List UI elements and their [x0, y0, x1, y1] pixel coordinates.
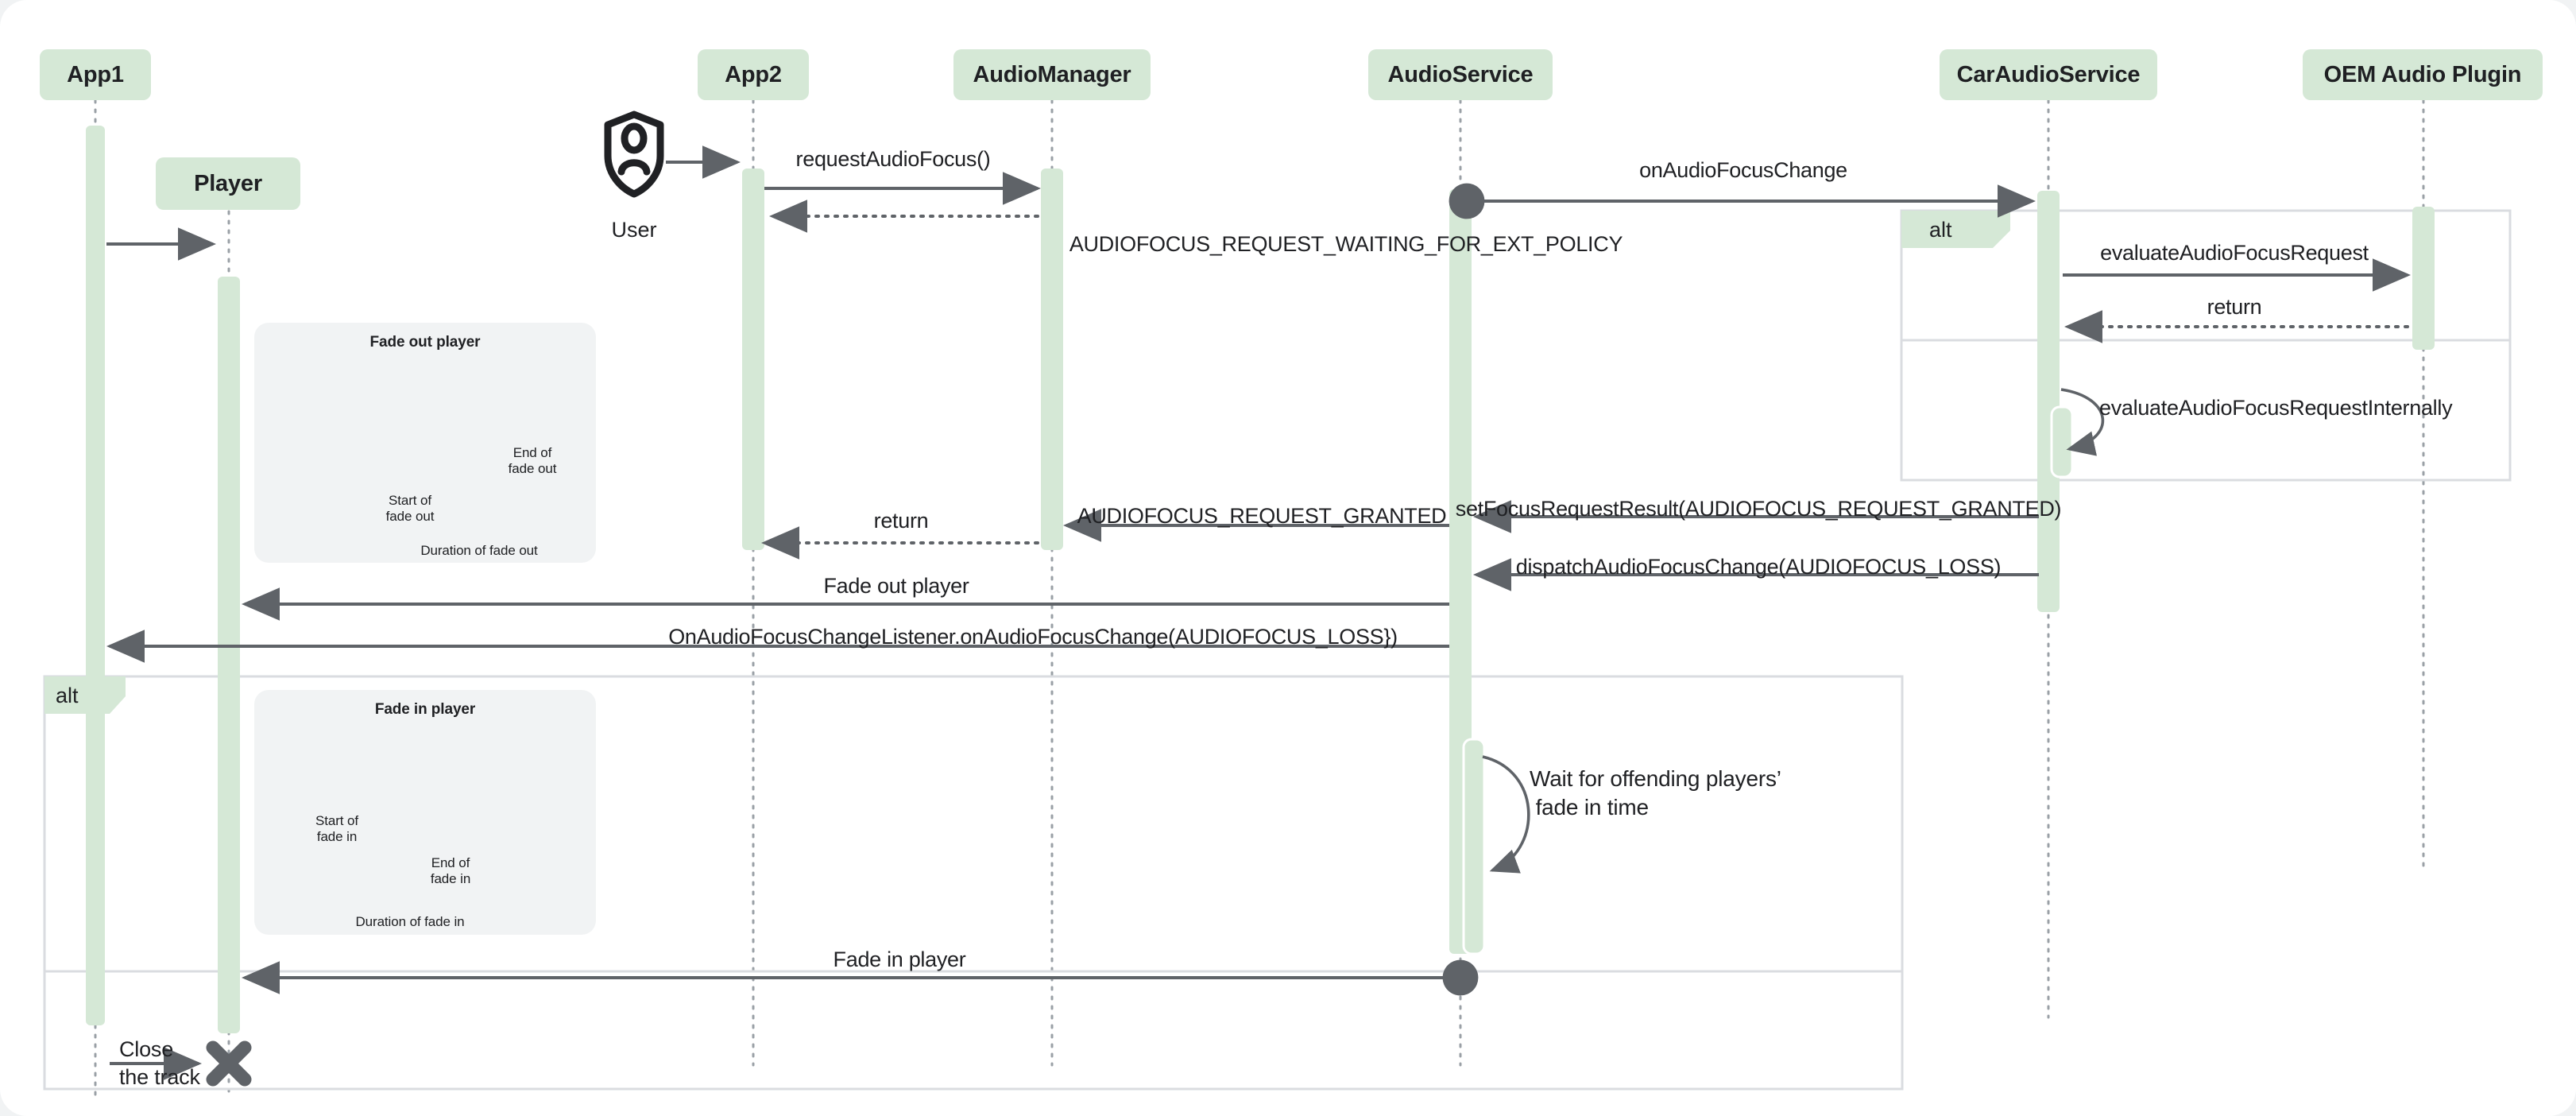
- participant-audioservice[interactable]: AudioService: [1368, 49, 1553, 100]
- participant-oemaudioplugin[interactable]: OEM Audio Plugin: [2303, 49, 2543, 100]
- alt-tab-shape-right: [1901, 211, 2010, 248]
- alt-fragment-right-outer: [1900, 209, 2512, 482]
- fade-out-panel-title: Fade out player: [369, 334, 481, 351]
- message-label-dispatchaudiofocuschange: dispatchAudioFocusChange(AUDIOFOCUS_LOSS…: [1515, 555, 2002, 579]
- participant-app2[interactable]: App2: [698, 49, 809, 100]
- fade-out-duration-label: Duration of fade out: [420, 543, 538, 558]
- participant-player-label: Player: [194, 170, 262, 196]
- message-label-requestaudiofocus: requestAudioFocus(): [795, 147, 991, 171]
- message-label-setfocusrequestresult: setFocusRequestResult(AUDIOFOCUS_REQUEST…: [1455, 497, 2062, 521]
- shield-person-icon: [604, 110, 664, 198]
- note-wait-fade-in-time: Wait for offending players’ fade in time: [1530, 766, 1781, 820]
- participant-audiomanager[interactable]: AudioManager: [953, 49, 1151, 100]
- message-label-oem-return: return: [2207, 295, 2262, 319]
- alt-tabs: [44, 211, 2010, 714]
- message-label-audiofocus-request-granted: AUDIOFOCUS_REQUEST_GRANTED: [1077, 504, 1447, 528]
- fade-in-duration-label: Duration of fade in: [355, 914, 465, 929]
- arrow-evaluate-internally-self: [2060, 388, 2105, 456]
- participant-app2-label: App2: [725, 61, 782, 87]
- participant-app1-label: App1: [67, 61, 124, 87]
- message-label-fade-in-player: Fade in player: [833, 947, 966, 971]
- message-arrows: [106, 145, 2411, 1080]
- message-label-waiting-for-ext-policy: AUDIOFOCUS_REQUEST_WAITING_FOR_EXT_POLIC…: [1069, 232, 1623, 256]
- message-label-am-return: return: [873, 509, 929, 533]
- activation-audioservice-nested: [1462, 738, 1486, 955]
- alt-fragment-bottom-outer: [43, 675, 1904, 1091]
- alt-label-bottom: alt: [56, 684, 79, 707]
- activation-audiomanager: [1041, 169, 1063, 550]
- message-label-evaluateaudiofocusrequest: evaluateAudioFocusRequest: [2100, 241, 2369, 265]
- participant-player[interactable]: Player: [156, 157, 300, 210]
- participant-caraudioservice-label: CarAudioService: [1956, 61, 2141, 87]
- activation-oemplugin: [2412, 207, 2435, 350]
- activation-app1: [86, 126, 105, 1025]
- message-label-onaudiofocuschangelistener: OnAudioFocusChangeListener.onAudioFocusC…: [668, 625, 1398, 649]
- participant-app1[interactable]: App1: [40, 49, 151, 100]
- message-label-fade-out-player: Fade out player: [823, 574, 969, 598]
- activation-app2: [742, 169, 764, 550]
- message-label-onaudiofocuschange: onAudioFocusChange: [1639, 158, 1847, 182]
- participant-caraudioservice[interactable]: CarAudioService: [1940, 49, 2157, 100]
- participant-audiomanager-label: AudioManager: [973, 61, 1131, 87]
- activation-bars: [86, 126, 2435, 1033]
- arrow-wait-fade-in-self: [1482, 755, 1530, 874]
- participant-oemaudioplugin-label: OEM Audio Plugin: [2323, 61, 2522, 87]
- destroy-x-icon: [206, 1040, 252, 1087]
- fade-in-panel-title: Fade in player: [374, 701, 476, 718]
- activation-caraudio-nested: [2050, 405, 2074, 479]
- message-label-evaluate-internally: evaluateAudioFocusRequestInternally: [2099, 396, 2453, 420]
- activation-caraudio: [2037, 191, 2060, 612]
- participant-audioservice-label: AudioService: [1387, 61, 1534, 87]
- alt-tab-shape-bottom: [44, 676, 126, 714]
- actor-user-label: User: [611, 218, 657, 242]
- alt-label-right: alt: [1929, 218, 1952, 242]
- activation-player: [218, 277, 240, 1033]
